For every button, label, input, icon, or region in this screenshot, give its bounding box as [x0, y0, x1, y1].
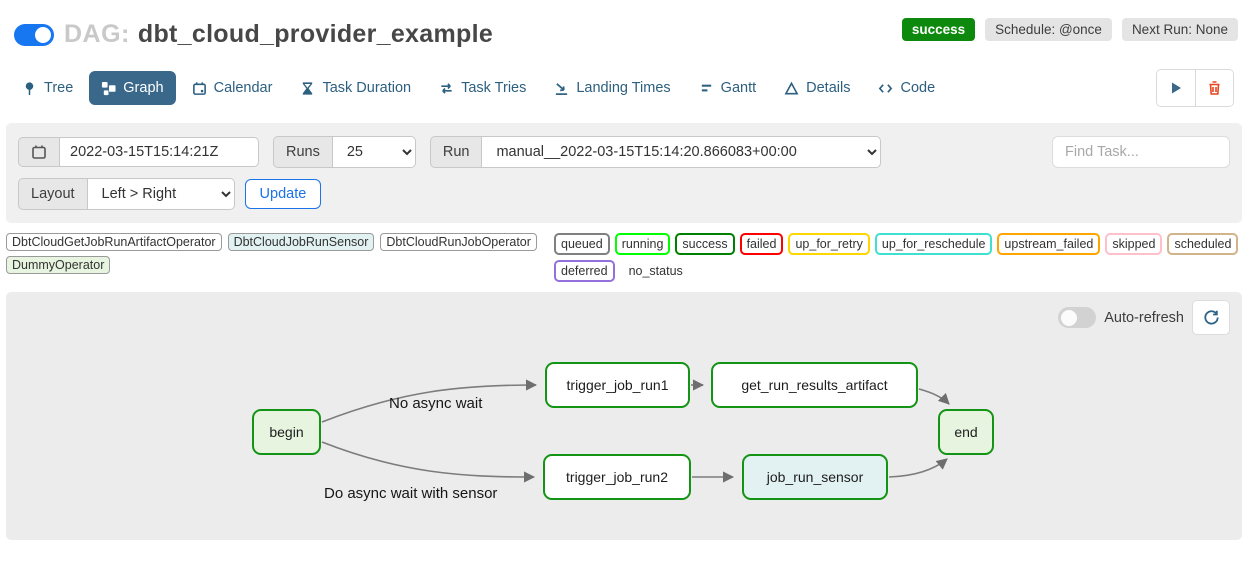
- gantt-icon: [699, 81, 714, 96]
- operator-badge: DbtCloudGetJobRunArtifactOperator: [6, 233, 222, 251]
- trigger-dag-button[interactable]: [1157, 70, 1195, 106]
- play-icon: [1172, 82, 1181, 94]
- next-run-badge: Next Run: None: [1121, 18, 1238, 41]
- tab-gantt[interactable]: Gantt: [687, 71, 768, 105]
- task-node-begin[interactable]: begin: [252, 409, 321, 455]
- layout-group: Layout Left > Right: [18, 178, 235, 210]
- dag-edges: [321, 379, 950, 483]
- refresh-icon: [1203, 310, 1219, 325]
- runs-label: Runs: [273, 136, 332, 168]
- pin-icon: [22, 81, 37, 96]
- operator-badge: DbtCloudRunJobOperator: [380, 233, 537, 251]
- base-date-group: [18, 137, 259, 167]
- calendar-icon: [32, 145, 46, 159]
- status-legend-badge: up_for_retry: [788, 233, 870, 255]
- tab-label: Code: [900, 80, 936, 96]
- hourglass-icon: [300, 81, 315, 96]
- edge-sensor-end: [888, 458, 948, 478]
- tab-code[interactable]: Code: [866, 71, 947, 105]
- page-title: dbt_cloud_provider_example: [137, 20, 494, 48]
- triangle-icon: [784, 81, 799, 96]
- dag-actions-group: [1156, 69, 1234, 107]
- auto-refresh-toggle[interactable]: [1058, 307, 1097, 328]
- tab-label: Details: [806, 80, 851, 96]
- code-icon: [878, 81, 893, 96]
- dag-header: DAG: dbt_cloud_provider_example success …: [0, 0, 1248, 55]
- find-task-wrapper: [1052, 136, 1230, 168]
- status-legend-badge: skipped: [1105, 233, 1163, 255]
- status-legend-badge: success: [675, 233, 735, 255]
- tab-label: Calendar: [213, 80, 273, 96]
- runs-select[interactable]: 25: [331, 136, 416, 168]
- tab-label: Landing Times: [576, 80, 671, 96]
- operator-legend: DbtCloudGetJobRunArtifactOperator DbtClou…: [6, 233, 554, 274]
- status-badge: success: [901, 18, 976, 41]
- status-legend-badge: no_status: [628, 264, 683, 278]
- view-tabbar: Tree Graph Calendar Task Duration Task Tries…: [0, 55, 1248, 113]
- tabs-container: Tree Graph Calendar Task Duration Task Tries…: [10, 71, 947, 105]
- edge-artifact-end: [918, 388, 950, 405]
- calendar-addon: [18, 137, 59, 167]
- find-task-input[interactable]: [1052, 136, 1230, 168]
- delete-dag-button[interactable]: [1195, 70, 1233, 106]
- layout-label: Layout: [18, 178, 87, 210]
- toggle-knob: [1061, 309, 1078, 326]
- status-legend-badge: queued: [554, 233, 610, 255]
- edge-label: Do async wait with sensor: [324, 485, 498, 502]
- status-legend-badge: scheduled: [1167, 233, 1239, 255]
- task-node-get_run_results_artifact[interactable]: get_run_results_artifact: [711, 362, 918, 408]
- plane-landing-icon: [554, 81, 569, 96]
- refresh-button[interactable]: [1192, 300, 1230, 335]
- operator-badge: DbtCloudJobRunSensor: [227, 233, 375, 251]
- tab-label: Gantt: [720, 80, 757, 96]
- autorefresh-controls: Auto-refresh: [1058, 300, 1230, 335]
- header-badges: success Schedule: @once Next Run: None: [901, 18, 1238, 41]
- toggle-knob: [35, 26, 51, 43]
- schedule-badge: Schedule: @once: [985, 18, 1112, 41]
- layout-select[interactable]: Left > Right: [86, 178, 235, 210]
- auto-refresh-label: Auto-refresh: [1104, 309, 1184, 326]
- update-button[interactable]: Update: [244, 179, 322, 209]
- tab-details[interactable]: Details: [772, 71, 862, 105]
- tab-label: Task Duration: [322, 80, 412, 96]
- trash-icon: [1209, 81, 1220, 95]
- operator-badge: DummyOperator: [6, 256, 111, 274]
- edge-begin-run2: [321, 441, 536, 483]
- task-node-trigger_job_run1[interactable]: trigger_job_run1: [545, 362, 690, 408]
- tab-label: Task Tries: [461, 80, 527, 96]
- status-legend-badge: up_for_reschedule: [874, 233, 993, 255]
- tab-label: Graph: [123, 80, 164, 96]
- run-select[interactable]: manual__2022-03-15T15:14:20.866083+00:00: [481, 136, 882, 168]
- task-node-trigger_job_run2[interactable]: trigger_job_run2: [543, 454, 691, 500]
- tab-label: Tree: [44, 80, 74, 96]
- legend: DbtCloudGetJobRunArtifactOperator DbtClou…: [0, 223, 1248, 288]
- filter-panel: Runs 25 Run manual__2022-03-15T15:14:20.…: [6, 123, 1242, 223]
- edge-label: No async wait: [389, 395, 483, 412]
- tab-landing-times[interactable]: Landing Times: [542, 71, 682, 105]
- tab-calendar[interactable]: Calendar: [180, 71, 285, 105]
- status-legend-badge: failed: [739, 233, 784, 255]
- run-group: Run manual__2022-03-15T15:14:20.866083+0…: [429, 136, 882, 168]
- tab-tree[interactable]: Tree: [10, 71, 85, 105]
- task-node-end[interactable]: end: [938, 409, 994, 455]
- status-legend-badge: deferred: [554, 260, 615, 282]
- tab-task-tries[interactable]: Task Tries: [427, 71, 538, 105]
- dag-prefix-label: DAG:: [64, 20, 130, 48]
- tab-graph[interactable]: Graph: [89, 71, 176, 105]
- sitemap-icon: [101, 81, 116, 96]
- run-label: Run: [429, 136, 482, 168]
- tab-task-duration[interactable]: Task Duration: [288, 71, 423, 105]
- dag-pause-toggle[interactable]: [14, 23, 54, 46]
- calendar-icon: [192, 81, 207, 96]
- status-legend-badge: running: [614, 233, 671, 255]
- task-node-job_run_sensor[interactable]: job_run_sensor: [742, 454, 888, 500]
- base-date-input[interactable]: [59, 137, 259, 167]
- repeat-icon: [439, 81, 454, 96]
- edge-begin-run1: [321, 379, 538, 423]
- runs-group: Runs 25: [273, 136, 416, 168]
- graph-panel: begin trigger_job_run1 get_run_results_art…: [6, 292, 1242, 540]
- status-legend-badge: upstream_failed: [997, 233, 1101, 255]
